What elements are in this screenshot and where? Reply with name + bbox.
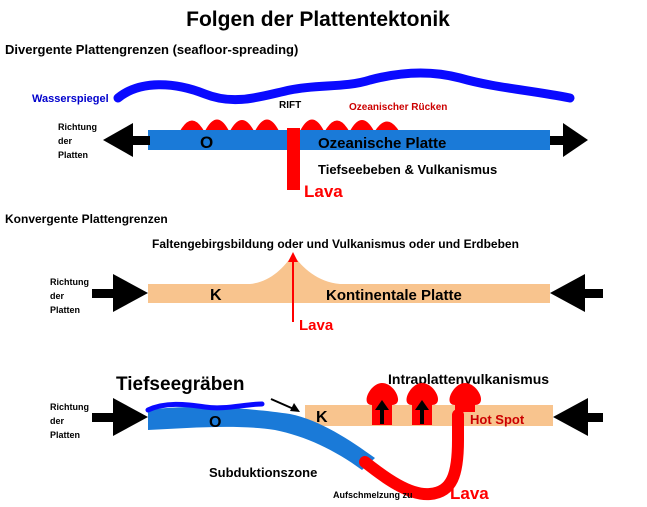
trench-pointer-arrow: [270, 398, 300, 412]
divergent-right-arrow: [550, 123, 588, 157]
intraplate-label: Intraplattenvulkanismus: [388, 371, 549, 387]
convergent-left-arrow: [92, 274, 148, 312]
water-label: Wasserspiegel: [32, 93, 109, 105]
intraplate-volcanoes: [366, 383, 482, 425]
subducting-oceanic-plate: [148, 407, 375, 470]
subduction-zone-label: Subduktionszone: [209, 465, 317, 480]
divergent-heading: Divergente Plattengrenzen (seafloor-spre…: [5, 42, 298, 57]
divergent-lava-channel: [287, 128, 300, 190]
convergent-motion-label: Richtung der Platten: [50, 277, 92, 315]
subduction-lava-label: Lava: [450, 484, 489, 503]
divergent-motion-label: Richtung der Platten: [58, 122, 100, 160]
oceanic-ridge: [180, 119, 399, 131]
divergent-plate-symbol: O: [200, 133, 213, 152]
subduction-water-line: [145, 401, 265, 413]
volcano-up-arrows: [375, 400, 429, 424]
subduction-right-arrow: [553, 398, 603, 436]
trench-label: Tiefseegräben: [116, 374, 244, 395]
melting-magma-path: [359, 409, 464, 501]
subduction-left-arrow: [92, 398, 148, 436]
convergent-lava-label: Lava: [299, 317, 334, 334]
divergent-effects-label: Tiefseebeben & Vulkanismus: [318, 162, 497, 177]
divergent-oceanic-plate: [148, 130, 550, 150]
subduction-ocean-symbol: O: [209, 414, 221, 431]
divergent-lava-label: Lava: [304, 182, 343, 201]
melting-label: Aufschmelzung zu: [333, 490, 413, 500]
convergent-lava-rise: [288, 252, 298, 322]
page-title: Folgen der Plattentektonik: [186, 8, 450, 31]
convergent-heading: Konvergente Plattengrenzen: [5, 212, 168, 226]
convergent-plate-symbol: K: [210, 287, 222, 304]
continental-plate: [148, 254, 550, 303]
subduction-motion-label: Richtung der Platten: [50, 402, 92, 440]
rift-label: RIFT: [279, 100, 301, 111]
convergent-right-arrow: [550, 274, 603, 312]
ridge-label: Ozeanischer Rücken: [349, 102, 447, 113]
oceanic-plate-label: Ozeanische Platte: [318, 135, 446, 152]
divergent-left-arrow: [103, 123, 150, 157]
convergent-effects-label: Faltengebirgsbildung oder und Vulkanismu…: [152, 237, 519, 251]
divergent-water-line: [113, 68, 575, 105]
continental-plate-label: Kontinentale Platte: [326, 287, 462, 304]
hotspot-label: Hot Spot: [470, 412, 525, 427]
subduction-continent-symbol: K: [316, 409, 328, 426]
